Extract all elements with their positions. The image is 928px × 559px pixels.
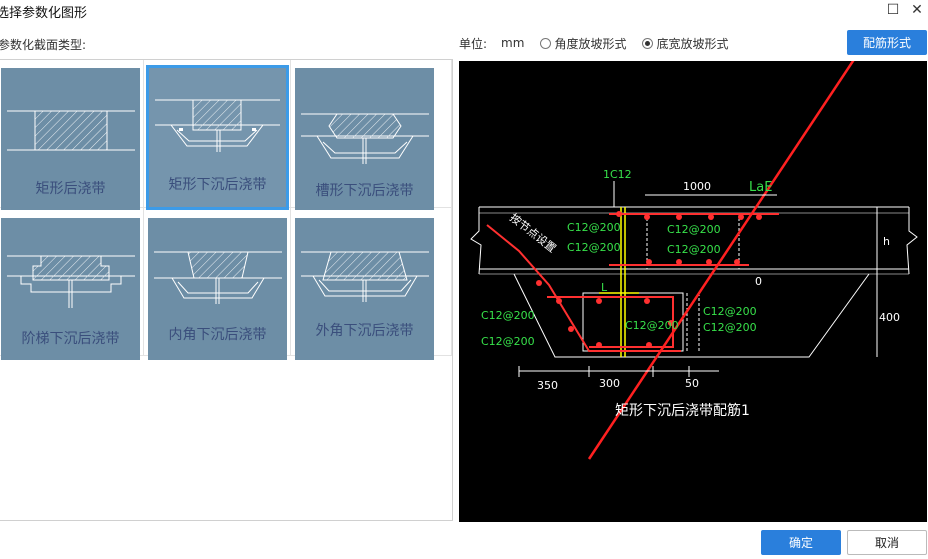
label-top-rebar: 1C12 <box>603 168 632 181</box>
label-l: L <box>601 281 608 294</box>
shape-rect-post-cast[interactable]: 矩形后浇带 <box>0 60 144 210</box>
unit-label: 单位: <box>459 36 488 51</box>
radio-bottom-width-slope[interactable]: 底宽放坡形式 <box>632 35 728 52</box>
window-title: 选择参数化图形 <box>0 6 88 21</box>
label-h: h <box>883 235 890 248</box>
label-rebar-d: C12@200 <box>667 243 721 256</box>
radio-angle-slope-label[interactable]: 角度放坡形式 <box>554 36 627 51</box>
unit-value: mm <box>501 36 525 50</box>
shape-label: 矩形下沉后浇带 <box>168 177 267 193</box>
label-dim-300: 300 <box>599 377 620 390</box>
shape-thumbnail[interactable]: 外角下沉后浇带 <box>295 218 434 360</box>
radio-angle-slope-icon[interactable] <box>540 37 552 49</box>
label-zero: 0 <box>755 275 762 288</box>
shape-thumbnail[interactable]: 矩形后浇带 <box>1 68 140 210</box>
shape-label: 矩形后浇带 <box>35 181 106 197</box>
label-rebar-g: C12@200 <box>625 319 679 332</box>
label-dim-400: 400 <box>879 311 900 324</box>
maximize-icon[interactable]: ☐ <box>886 2 900 18</box>
label-lae: LaE <box>749 180 772 195</box>
label-dim-350: 350 <box>537 379 558 392</box>
rebar-preview: 1C12 1000 LaE C12@200 C12@200 C12@200 C1… <box>459 61 927 522</box>
label-rebar-a: C12@200 <box>567 221 621 234</box>
radio-bottom-width-slope-icon[interactable] <box>642 37 654 49</box>
shape-label: 外角下沉后浇带 <box>315 323 414 339</box>
shape-label: 内角下沉后浇带 <box>168 327 267 343</box>
close-icon[interactable]: ✕ <box>911 2 923 18</box>
ok-button[interactable]: 确定 <box>761 530 841 555</box>
shape-trough-sunken-post-cast[interactable]: 槽形下沉后浇带 <box>291 60 452 210</box>
title-bar: 选择参数化图形 ☐ ✕ <box>0 0 928 22</box>
shape-grid: 矩形后浇带 矩形下沉后浇带 <box>0 59 453 521</box>
radio-angle-slope[interactable]: 角度放坡形式 <box>530 35 626 52</box>
shape-thumbnail[interactable]: 矩形下沉后浇带 <box>146 65 289 210</box>
shape-label: 阶梯下沉后浇带 <box>21 331 120 347</box>
shape-thumbnail[interactable]: 阶梯下沉后浇带 <box>1 218 140 360</box>
label-rebar-c: C12@200 <box>667 223 721 236</box>
label-rebar-e: C12@200 <box>481 309 535 322</box>
preview-title: 矩形下沉后浇带配筋1 <box>615 402 750 419</box>
label-dim-50: 50 <box>685 377 699 390</box>
section-label: 参数化截面类型: <box>0 38 87 52</box>
radio-bottom-width-slope-label[interactable]: 底宽放坡形式 <box>656 36 729 51</box>
unit-row: 单位: mm 角度放坡形式 底宽放坡形式 <box>459 35 728 51</box>
shape-thumbnail[interactable]: 槽形下沉后浇带 <box>295 68 434 210</box>
label-rebar-h: C12@200 <box>703 305 757 318</box>
label-rebar-b: C12@200 <box>567 241 621 254</box>
shape-outer-corner-sunken-post-cast[interactable]: 外角下沉后浇带 <box>291 208 452 360</box>
shape-thumbnail[interactable]: 内角下沉后浇带 <box>148 218 287 360</box>
rebar-form-button[interactable]: 配筋形式 <box>847 30 927 55</box>
shape-step-sunken-post-cast[interactable]: 阶梯下沉后浇带 <box>0 208 144 360</box>
shape-rect-sunken-post-cast[interactable]: 矩形下沉后浇带 <box>144 60 291 210</box>
shape-label: 槽形下沉后浇带 <box>315 183 414 199</box>
label-rebar-f: C12@200 <box>481 335 535 348</box>
label-dim-1000: 1000 <box>683 180 711 193</box>
cancel-button[interactable]: 取消 <box>847 530 927 555</box>
label-rebar-i: C12@200 <box>703 321 757 334</box>
shape-inner-corner-sunken-post-cast[interactable]: 内角下沉后浇带 <box>144 208 291 360</box>
